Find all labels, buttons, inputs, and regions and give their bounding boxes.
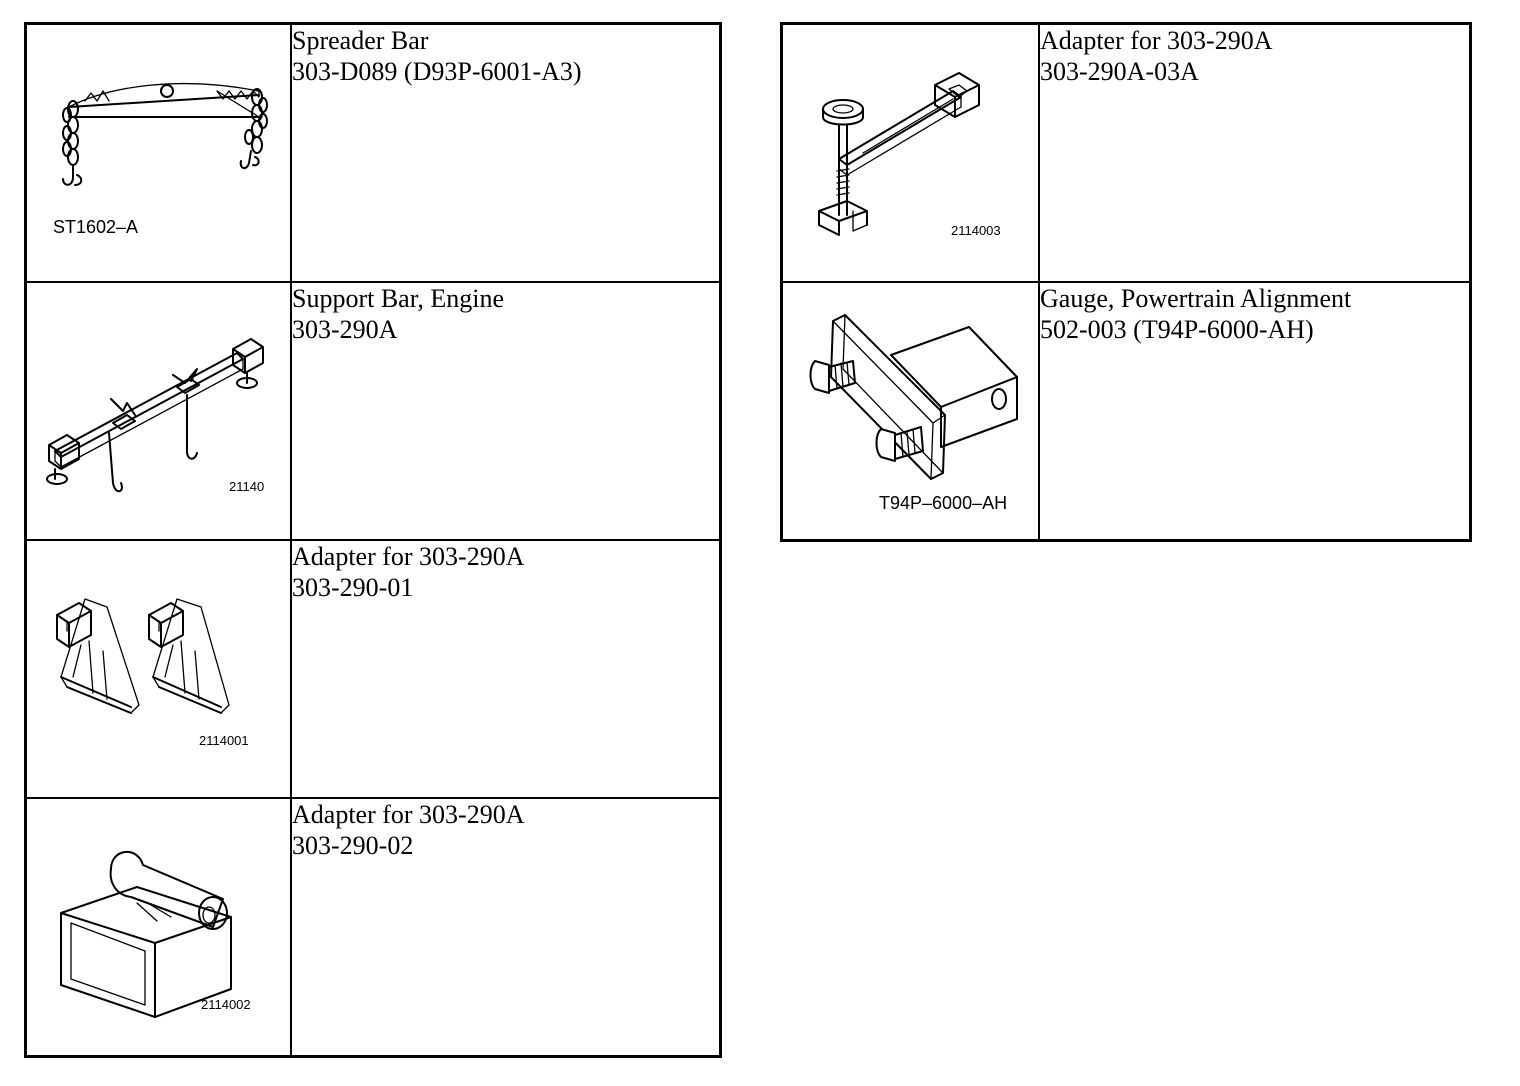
tool-description-cell: Adapter for 303-290A 303-290A-03A <box>1038 22 1472 283</box>
tool-name: Adapter for 303-290A <box>292 542 525 571</box>
adapter-brackets-icon <box>56 598 230 714</box>
tool-name: Adapter for 303-290A <box>292 800 525 829</box>
figure-code: ST1602–A <box>53 217 139 237</box>
tool-illustration-cell: 2114003 <box>780 22 1040 283</box>
tool-row: ST1602–A Spreader Bar 303-D089 (D93P-600… <box>24 22 722 283</box>
tool-illustration-cell: 2114001 <box>24 539 292 799</box>
tool-number: 502-003 (T94P-6000-AH) <box>1040 315 1314 344</box>
figure-code: 2114001 <box>199 733 249 748</box>
adapter-tube-icon <box>60 850 232 1018</box>
figure-code: T94P–6000–AH <box>879 493 1008 513</box>
alignment-gauge-icon <box>809 314 1018 480</box>
tool-row: 2114002 Adapter for 303-290A 303-290-02 <box>24 797 722 1058</box>
tool-illustration-cell: 21140 <box>24 281 292 541</box>
figure-code: 21140 <box>229 479 265 494</box>
figure-code: 2114002 <box>201 997 251 1012</box>
tool-description-cell: Adapter for 303-290A 303-290-02 <box>290 797 722 1058</box>
tool-name: Spreader Bar <box>292 26 429 55</box>
tool-illustration-cell: ST1602–A <box>24 22 292 283</box>
tool-number: 303-290A-03A <box>1040 57 1199 86</box>
tool-row: 2114003 Adapter for 303-290A 303-290A-03… <box>780 22 1472 283</box>
tool-illustration-cell: T94P–6000–AH <box>780 281 1040 542</box>
spreader-bar-icon <box>62 82 268 186</box>
tool-illustration-cell: 2114002 <box>24 797 292 1058</box>
tool-name: Gauge, Powertrain Alignment <box>1040 284 1352 313</box>
tool-description-cell: Spreader Bar 303-D089 (D93P-6001-A3) <box>290 22 722 283</box>
figure-code: 2114003 <box>951 223 1001 238</box>
engine-support-bar-icon <box>46 338 264 493</box>
tool-name: Adapter for 303-290A <box>1040 26 1273 55</box>
tool-description-cell: Gauge, Powertrain Alignment 502-003 (T94… <box>1038 281 1472 542</box>
tool-row: 21140 Support Bar, Engine 303-290A <box>24 281 722 541</box>
tool-number: 303-D089 (D93P-6001-A3) <box>292 57 582 86</box>
tool-number: 303-290A <box>292 315 398 344</box>
tool-row: T94P–6000–AH Gauge, Powertrain Alignment… <box>780 281 1472 542</box>
special-tools-table-left: ST1602–A Spreader Bar 303-D089 (D93P-600… <box>24 22 722 1058</box>
tool-name: Support Bar, Engine <box>292 284 504 313</box>
tool-description-cell: Adapter for 303-290A 303-290-01 <box>290 539 722 799</box>
adapter-screw-icon <box>818 72 980 236</box>
tool-description-cell: Support Bar, Engine 303-290A <box>290 281 722 541</box>
tool-number: 303-290-02 <box>292 831 414 860</box>
tool-number: 303-290-01 <box>292 573 414 602</box>
special-tools-table-right: 2114003 Adapter for 303-290A 303-290A-03… <box>780 22 1472 542</box>
tool-row: 2114001 Adapter for 303-290A 303-290-01 <box>24 539 722 799</box>
